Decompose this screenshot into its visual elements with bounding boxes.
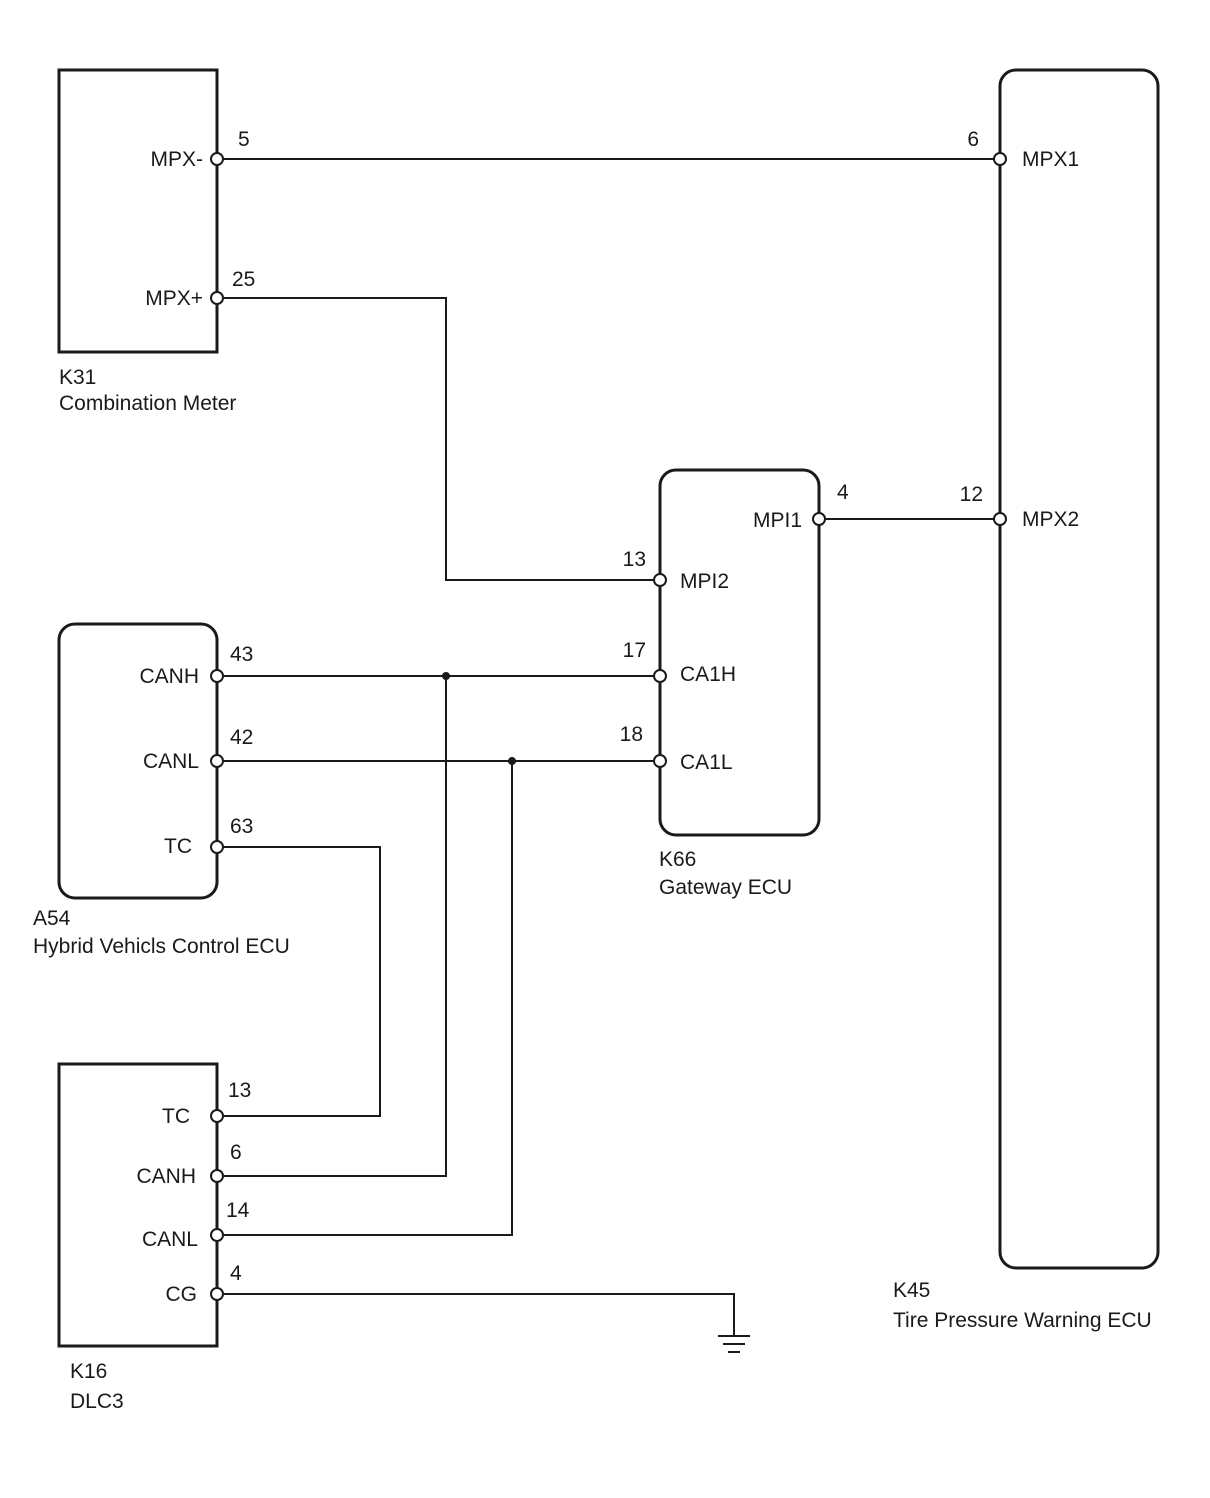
k16-dlc3-box <box>57 1062 219 1348</box>
splice-node-canh <box>442 672 450 680</box>
wire-mpx-plus-to-mpi2 <box>217 297 660 581</box>
wire-cg-to-ground <box>217 1293 735 1335</box>
ground-icon <box>718 1335 750 1353</box>
pin-number-a54-tc: 63 <box>230 815 253 838</box>
terminal-k31-mpx-plus <box>210 291 224 305</box>
terminal-k45-mpx2 <box>993 512 1007 526</box>
terminal-k45-mpx1 <box>993 152 1007 166</box>
terminal-a54-canh <box>210 669 224 683</box>
pin-label-k16-canh: CANH <box>136 1165 196 1188</box>
component-name-k66: Gateway ECU <box>659 876 792 899</box>
pin-label-k31-mpx-plus: MPX+ <box>145 287 203 310</box>
terminals <box>210 152 1007 1301</box>
wire-canl-splice-to-dlc3 <box>217 761 513 1236</box>
component-id-k31: K31 <box>59 366 96 389</box>
pin-number-a54-canh: 43 <box>230 643 253 666</box>
pin-label-k66-mpi1: MPI1 <box>753 509 802 532</box>
wire-tc-to-dlc3-tc <box>217 846 381 1117</box>
pin-number-k16-canl: 14 <box>226 1199 250 1222</box>
component-name-k31: Combination Meter <box>59 392 236 415</box>
pin-label-a54-canh: CANH <box>139 665 199 688</box>
pin-number-k16-tc: 13 <box>228 1079 251 1102</box>
terminal-k16-canh <box>210 1169 224 1183</box>
k16-labels: TC 13 CANH 6 CANL 14 CG 4 K16 DLC3 <box>70 1079 251 1413</box>
pin-number-k31-mpx-minus: 5 <box>238 128 250 151</box>
pin-number-k66-ca1h: 17 <box>623 639 646 662</box>
component-name-k45: Tire Pressure Warning ECU <box>893 1309 1152 1332</box>
terminal-k66-mpi1 <box>812 512 826 526</box>
terminal-k66-ca1l <box>653 754 667 768</box>
a54-labels: CANH 43 CANL 42 TC 63 A54 Hybrid Vehicls… <box>33 643 290 958</box>
component-id-k16: K16 <box>70 1360 107 1383</box>
pin-label-k16-canl: CANL <box>142 1228 198 1251</box>
pin-label-k31-mpx-minus: MPX- <box>151 148 204 171</box>
pin-label-k16-cg: CG <box>166 1283 198 1306</box>
terminal-k66-ca1h <box>653 669 667 683</box>
pin-number-k31-mpx-plus: 25 <box>232 268 255 291</box>
pin-label-a54-tc: TC <box>164 835 192 858</box>
pin-label-k45-mpx1: MPX1 <box>1022 148 1079 171</box>
pin-number-a54-canl: 42 <box>230 726 253 749</box>
terminal-k16-canl <box>210 1228 224 1242</box>
terminal-k16-cg <box>210 1287 224 1301</box>
terminal-k31-mpx-minus <box>210 152 224 166</box>
pin-number-k16-cg: 4 <box>230 1262 242 1285</box>
pin-number-k66-ca1l: 18 <box>620 723 643 746</box>
component-id-k45: K45 <box>893 1279 930 1302</box>
k45-tire-pressure-ecu-box <box>998 68 1160 1270</box>
pin-label-k66-ca1l: CA1L <box>680 751 733 774</box>
component-name-k16: DLC3 <box>70 1390 124 1413</box>
pin-label-a54-canl: CANL <box>143 750 199 773</box>
terminal-k66-mpi2 <box>653 573 667 587</box>
terminal-k16-tc <box>210 1109 224 1123</box>
pin-label-k16-tc: TC <box>162 1105 190 1128</box>
k66-labels: MPI1 4 MPI2 13 CA1H 17 CA1L 18 K66 Gatew… <box>620 481 849 899</box>
pin-label-k45-mpx2: MPX2 <box>1022 508 1079 531</box>
splice-node-canl <box>508 757 516 765</box>
terminal-a54-canl <box>210 754 224 768</box>
pin-number-k45-mpx2: 12 <box>960 483 983 506</box>
wires <box>217 158 1000 1335</box>
wire-canh-splice-to-dlc3 <box>217 676 447 1177</box>
pin-number-k66-mpi1: 4 <box>837 481 849 504</box>
component-id-k66: K66 <box>659 848 696 871</box>
pin-label-k66-ca1h: CA1H <box>680 663 736 686</box>
terminal-a54-tc <box>210 840 224 854</box>
pin-number-k66-mpi2: 13 <box>623 548 646 571</box>
pin-number-k16-canh: 6 <box>230 1141 242 1164</box>
pin-number-k45-mpx1: 6 <box>967 128 979 151</box>
pin-label-k66-mpi2: MPI2 <box>680 570 729 593</box>
k31-labels: MPX- 5 MPX+ 25 K31 Combination Meter <box>59 128 255 415</box>
component-name-a54: Hybrid Vehicls Control ECU <box>33 935 290 958</box>
k45-labels: MPX1 6 MPX2 12 K45 Tire Pressure Warning… <box>893 128 1152 1332</box>
k66-gateway-ecu-box <box>658 468 821 837</box>
component-id-a54: A54 <box>33 907 71 930</box>
k31-combination-meter-box <box>57 68 219 354</box>
